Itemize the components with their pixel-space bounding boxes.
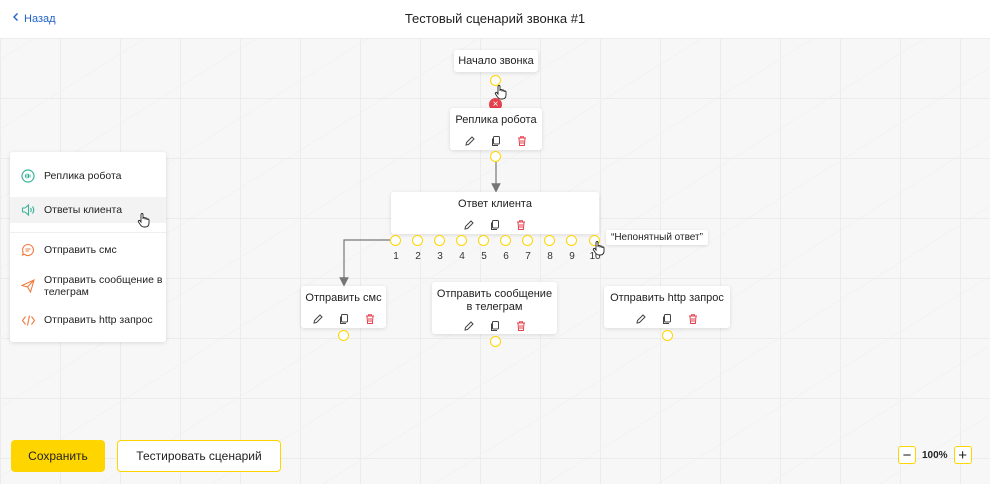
answer-port-10[interactable]	[589, 235, 600, 246]
node-answers-title: Ответ клиента	[458, 198, 532, 210]
edit-icon[interactable]	[461, 318, 477, 334]
robot-speech-icon	[20, 168, 36, 184]
trash-icon[interactable]	[513, 318, 529, 334]
palette-label: Реплика робота	[44, 170, 122, 182]
save-button[interactable]: Сохранить	[11, 440, 105, 472]
node-palette: Реплика робота Ответы клиента Отправить …	[10, 152, 166, 342]
back-link[interactable]: Назад	[12, 12, 56, 25]
answer-port-label: 3	[437, 251, 443, 262]
code-brackets-icon	[20, 312, 36, 328]
http-output-port[interactable]	[662, 330, 673, 341]
answer-port-1[interactable]	[390, 235, 401, 246]
copy-icon[interactable]	[659, 311, 675, 327]
trash-icon[interactable]	[513, 217, 529, 233]
node-start[interactable]: Начало звонка	[454, 50, 538, 72]
node-telegram[interactable]: Отправить сообщение в телеграм	[432, 282, 557, 334]
speaker-icon	[20, 202, 36, 218]
port-tooltip: “Непонятный ответ”	[606, 230, 708, 245]
answer-port-6[interactable]	[500, 235, 511, 246]
answer-port-4[interactable]	[456, 235, 467, 246]
palette-item-robot-replica[interactable]: Реплика робота	[10, 166, 166, 186]
answer-port-7[interactable]	[522, 235, 533, 246]
delete-link-icon[interactable]: ×	[489, 98, 502, 111]
copy-icon[interactable]	[487, 217, 503, 233]
node-robot-title: Реплика робота	[455, 114, 537, 126]
answer-port-label: 6	[503, 251, 509, 262]
zoom-controls: − 100% +	[898, 446, 972, 464]
trash-icon[interactable]	[362, 311, 378, 327]
palette-item-send-http[interactable]: Отправить http запрос	[10, 310, 166, 330]
node-http[interactable]: Отправить http запрос	[604, 286, 730, 328]
zoom-level: 100%	[922, 449, 948, 461]
palette-label: Отправить сообщение в телеграм	[44, 274, 163, 298]
robot-output-port[interactable]	[490, 151, 501, 162]
answer-port-label: 5	[481, 251, 487, 262]
answer-port-label: 7	[525, 251, 531, 262]
palette-item-send-sms[interactable]: Отправить смс	[10, 240, 166, 260]
edit-icon[interactable]	[462, 133, 478, 149]
link-answer-1-to-sms	[339, 239, 391, 287]
node-robot[interactable]: Реплика робота	[450, 108, 542, 150]
zoom-out-button[interactable]: −	[898, 446, 916, 464]
zoom-in-button[interactable]: +	[953, 446, 972, 464]
answer-port-label: 10	[589, 251, 601, 262]
node-telegram-title: Отправить сообщение в телеграм	[436, 288, 553, 313]
answer-port-label: 1	[393, 251, 399, 262]
palette-item-client-answers[interactable]: Ответы клиента	[10, 197, 166, 223]
test-scenario-button[interactable]: Тестировать сценарий	[117, 440, 281, 472]
answer-port-label: 8	[547, 251, 553, 262]
copy-icon[interactable]	[336, 311, 352, 327]
page-title: Тестовый сценарий звонка #1	[404, 11, 586, 26]
telegram-output-port[interactable]	[490, 336, 501, 347]
answer-port-2[interactable]	[412, 235, 423, 246]
hand-cursor-icon	[494, 85, 507, 100]
hand-cursor-icon	[137, 213, 150, 228]
answer-port-label: 9	[569, 251, 575, 262]
start-output-port[interactable]	[490, 75, 501, 86]
answer-port-label: 4	[459, 251, 465, 262]
answer-port-9[interactable]	[566, 235, 577, 246]
node-sms-title: Отправить смс	[305, 292, 382, 304]
chat-bubble-icon	[20, 242, 36, 258]
node-start-title: Начало звонка	[458, 55, 534, 67]
edit-icon[interactable]	[310, 311, 326, 327]
answer-port-3[interactable]	[434, 235, 445, 246]
edit-icon[interactable]	[461, 217, 477, 233]
node-http-title: Отправить http запрос	[610, 292, 724, 304]
chevron-left-icon	[12, 12, 20, 25]
connection-lines	[339, 162, 501, 287]
trash-icon[interactable]	[685, 311, 701, 327]
palette-divider	[10, 232, 166, 233]
back-label: Назад	[24, 12, 56, 25]
palette-label: Отправить http запрос	[44, 314, 153, 326]
copy-icon[interactable]	[488, 133, 504, 149]
palette-item-send-telegram[interactable]: Отправить сообщение в телеграм	[10, 272, 166, 300]
top-bar: Назад Тестовый сценарий звонка #1	[0, 0, 990, 39]
palette-label: Отправить смс	[44, 244, 117, 256]
answer-port-5[interactable]	[478, 235, 489, 246]
trash-icon[interactable]	[514, 133, 530, 149]
edit-icon[interactable]	[633, 311, 649, 327]
hand-cursor-icon	[592, 241, 605, 256]
palette-label: Ответы клиента	[44, 204, 123, 216]
node-answers[interactable]: Ответ клиента	[391, 192, 599, 234]
sms-output-port[interactable]	[338, 330, 349, 341]
node-sms[interactable]: Отправить смс	[301, 286, 386, 328]
copy-icon[interactable]	[487, 318, 503, 334]
answer-port-8[interactable]	[544, 235, 555, 246]
paper-plane-icon	[20, 278, 36, 294]
answer-port-label: 2	[415, 251, 421, 262]
